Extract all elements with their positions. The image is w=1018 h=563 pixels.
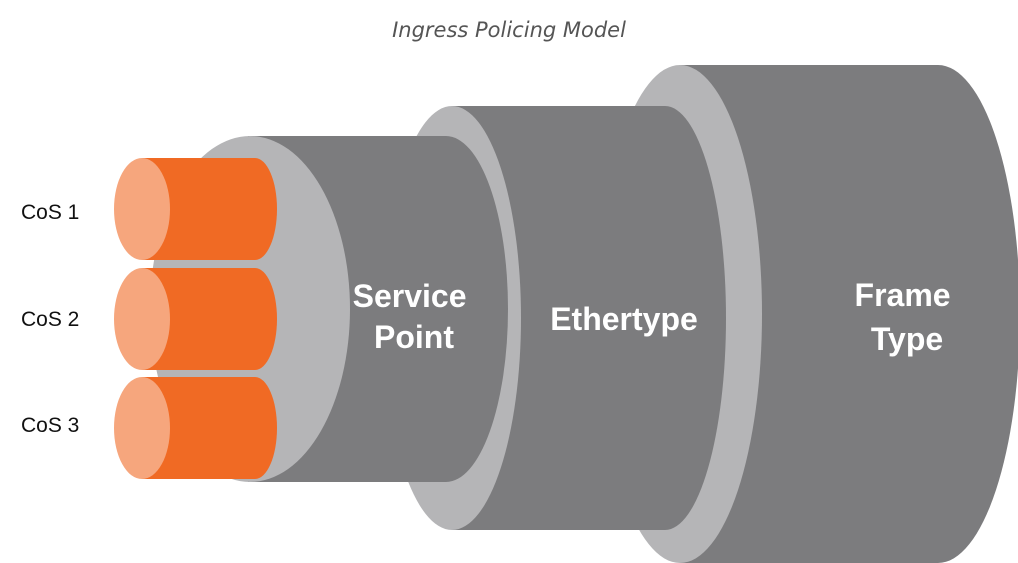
cos-2-body [142, 268, 277, 370]
service-point-label-line1: Service [353, 278, 467, 314]
cos-3-body [142, 377, 277, 479]
cos-3-face [114, 377, 170, 479]
diagram-title: Ingress Policing Model [392, 18, 626, 42]
cos-2-face [114, 268, 170, 370]
cos-3-label: CoS 3 [21, 414, 79, 437]
cos-cylinder-3 [114, 377, 277, 479]
ethertype-body [452, 106, 726, 530]
cos-1-body [142, 158, 277, 260]
cos-2-label: CoS 2 [21, 308, 79, 331]
cos-cylinder-1 [114, 158, 277, 260]
service-point-label: Service Point [353, 278, 476, 355]
cos-1-face [114, 158, 170, 260]
ethertype-label: Ethertype [550, 301, 698, 337]
frame-type-label-line1: Frame [855, 277, 951, 313]
cos-cylinder-2 [114, 268, 277, 370]
service-point-label-line2: Point [374, 319, 454, 355]
cos-1-label: CoS 1 [21, 201, 79, 224]
frame-type-body [680, 65, 1018, 563]
frame-type-label: Frame Type [855, 277, 960, 357]
frame-type-label-line2: Type [871, 321, 943, 357]
